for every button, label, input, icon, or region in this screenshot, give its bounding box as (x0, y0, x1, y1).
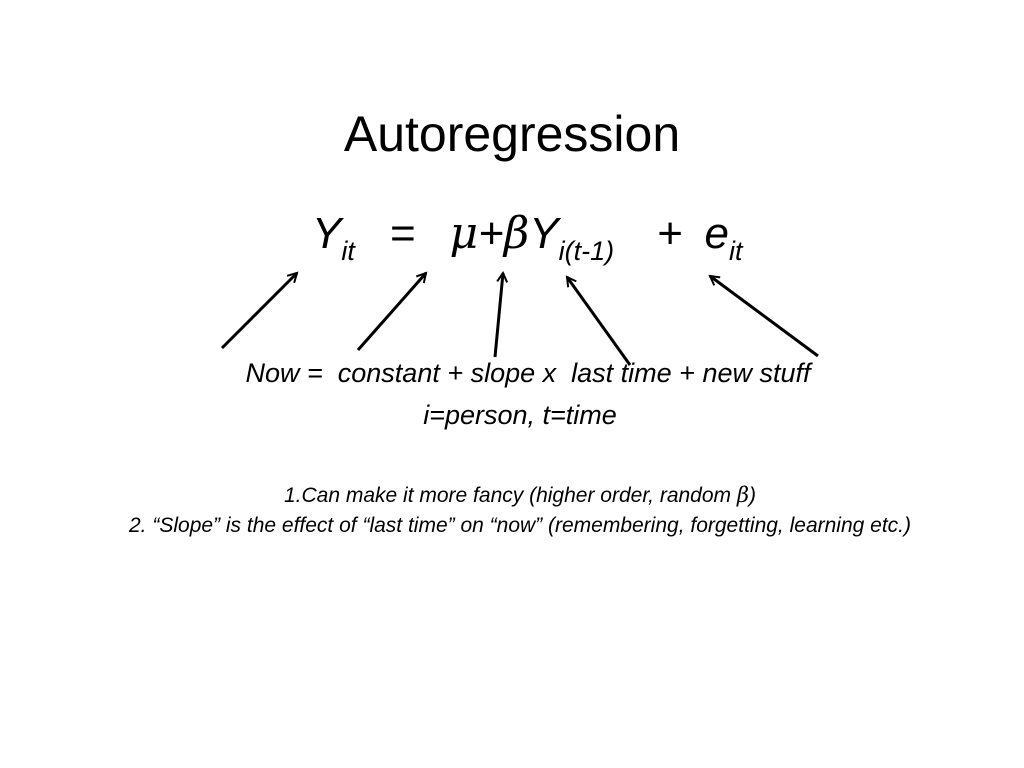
plus-sign: + (478, 209, 504, 258)
note-item-1-text: 1.Can make it more fancy (higher order, … (283, 484, 737, 507)
note-item-1: 1.Can make it more fancy (higher order, … (90, 482, 950, 509)
equals-sign: = (389, 209, 416, 258)
y-term: Y (312, 209, 342, 258)
arrow-new-stuff (710, 276, 819, 358)
plus-sign-error: + (656, 209, 683, 258)
arrow-now (220, 273, 297, 350)
note-item-2: 2. “Slope” is the effect of “last time” … (129, 514, 911, 537)
lagged-y-term: Y (529, 209, 559, 258)
y-subscript: it (341, 236, 355, 266)
arrow-constant (356, 273, 426, 351)
index-note: i=person, t=time (423, 400, 617, 430)
note-item-1-beta: β (736, 483, 749, 507)
error-term: e (704, 209, 729, 258)
autoregression-equation: Yit = μ+βYi(t-1) + eit (312, 206, 743, 276)
arrow-last-time (565, 277, 632, 366)
equation-explanation: Now = constant + slope x last time + new… (245, 358, 811, 388)
notes-list: 1.Can make it more fancy (higher order, … (90, 482, 950, 543)
lagged-y-subscript: i(t-1) (558, 236, 615, 266)
error-subscript: it (729, 236, 743, 266)
slide-title: Autoregression (343, 106, 681, 162)
arrow-slope (493, 273, 503, 358)
beta-symbol: β (503, 208, 530, 259)
mu-symbol: μ (449, 208, 479, 259)
note-item-1-close: ) (749, 484, 756, 507)
